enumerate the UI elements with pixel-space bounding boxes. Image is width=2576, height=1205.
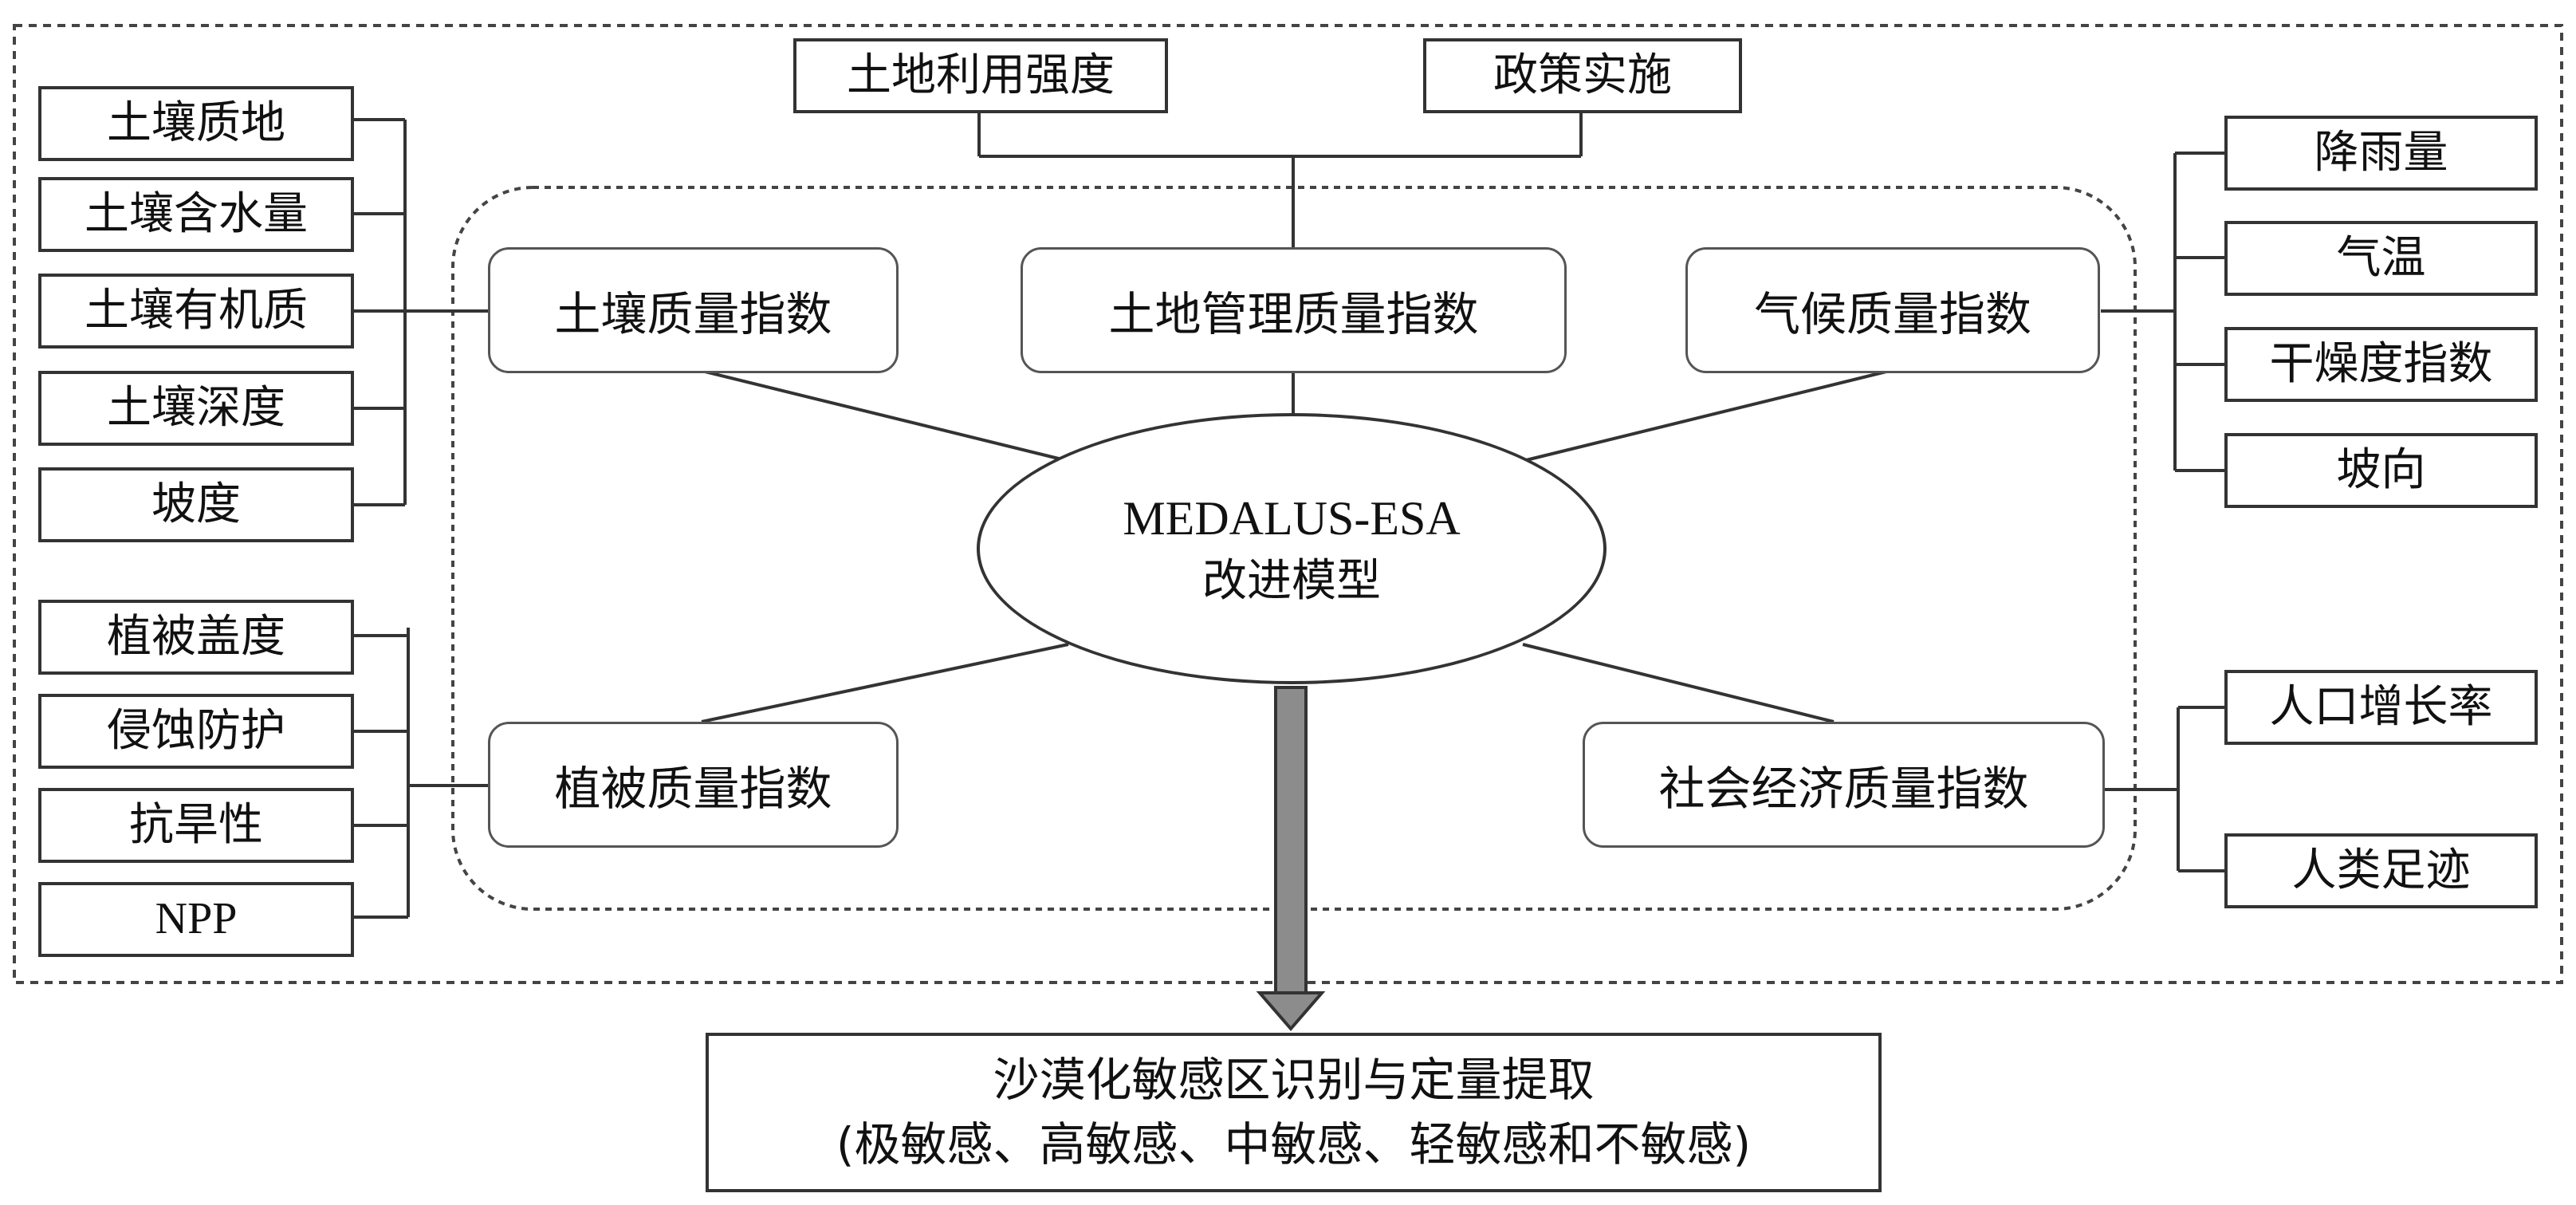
output-arrow-shaft (1274, 686, 1308, 996)
output-arrow-head (1256, 991, 1326, 1032)
factor-vegetation-cover: 植被盖度 (38, 600, 354, 675)
index-land-management-quality: 土地管理质量指数 (1021, 247, 1567, 373)
inner-dashed-frame (451, 186, 2137, 911)
index-soil-quality: 土壤质量指数 (488, 247, 899, 373)
center-model-subtitle: 改进模型 (1202, 554, 1381, 607)
output-title: 沙漠化敏感区识别与定量提取 (993, 1052, 1595, 1107)
center-model-ellipse: MEDALUS-ESA 改进模型 (977, 413, 1607, 684)
output-subtitle: (极敏感、高敏感、中敏感、轻敏感和不敏感) (836, 1117, 1752, 1172)
factor-human-footprint: 人类足迹 (2224, 833, 2538, 908)
outer-dashed-frame (13, 24, 2563, 984)
index-socioeconomic-quality: 社会经济质量指数 (1583, 722, 2105, 848)
center-model-name: MEDALUS-ESA (1123, 491, 1461, 545)
factor-policy-implementation: 政策实施 (1423, 38, 1742, 113)
factor-erosion-protection: 侵蚀防护 (38, 694, 354, 769)
factor-soil-moisture: 土壤含水量 (38, 177, 354, 252)
factor-aspect: 坡向 (2224, 433, 2538, 508)
factor-temperature: 气温 (2224, 221, 2538, 296)
factor-slope: 坡度 (38, 467, 354, 542)
factor-npp: NPP (38, 882, 354, 957)
factor-land-use-intensity: 土地利用强度 (793, 38, 1168, 113)
factor-soil-organic-matter: 土壤有机质 (38, 274, 354, 349)
factor-soil-texture: 土壤质地 (38, 86, 354, 161)
index-vegetation-quality: 植被质量指数 (488, 722, 899, 848)
factor-rainfall: 降雨量 (2224, 116, 2538, 191)
factor-aridity-index: 干燥度指数 (2224, 327, 2538, 402)
factor-drought-resistance: 抗旱性 (38, 788, 354, 863)
output-result-box: 沙漠化敏感区识别与定量提取 (极敏感、高敏感、中敏感、轻敏感和不敏感) (706, 1033, 1882, 1192)
factor-population-growth: 人口增长率 (2224, 670, 2538, 745)
factor-soil-depth: 土壤深度 (38, 371, 354, 446)
index-climate-quality: 气候质量指数 (1685, 247, 2100, 373)
